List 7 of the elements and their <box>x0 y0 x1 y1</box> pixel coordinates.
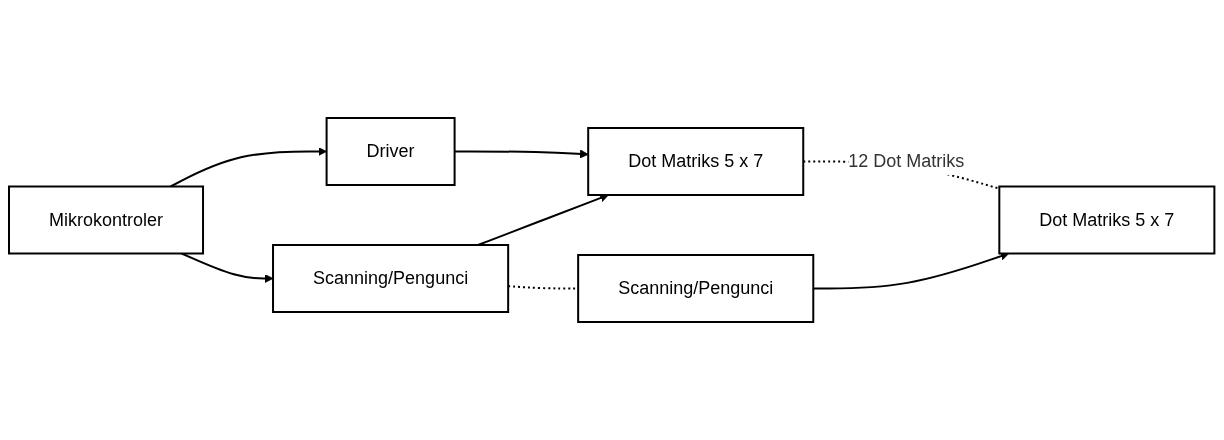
node-box: Scanning/Pengunci <box>577 254 815 323</box>
node-box: Dot Matriks 5 x 7 <box>587 127 805 196</box>
node-box: Scanning/Pengunci <box>272 244 510 313</box>
node-box: Mikrokontroler <box>8 185 205 255</box>
edge-label: 12 Dot Matriks <box>848 151 965 171</box>
node-box: Driver <box>325 117 456 186</box>
node-box: Dot Matriks 5 x 7 <box>998 185 1216 255</box>
